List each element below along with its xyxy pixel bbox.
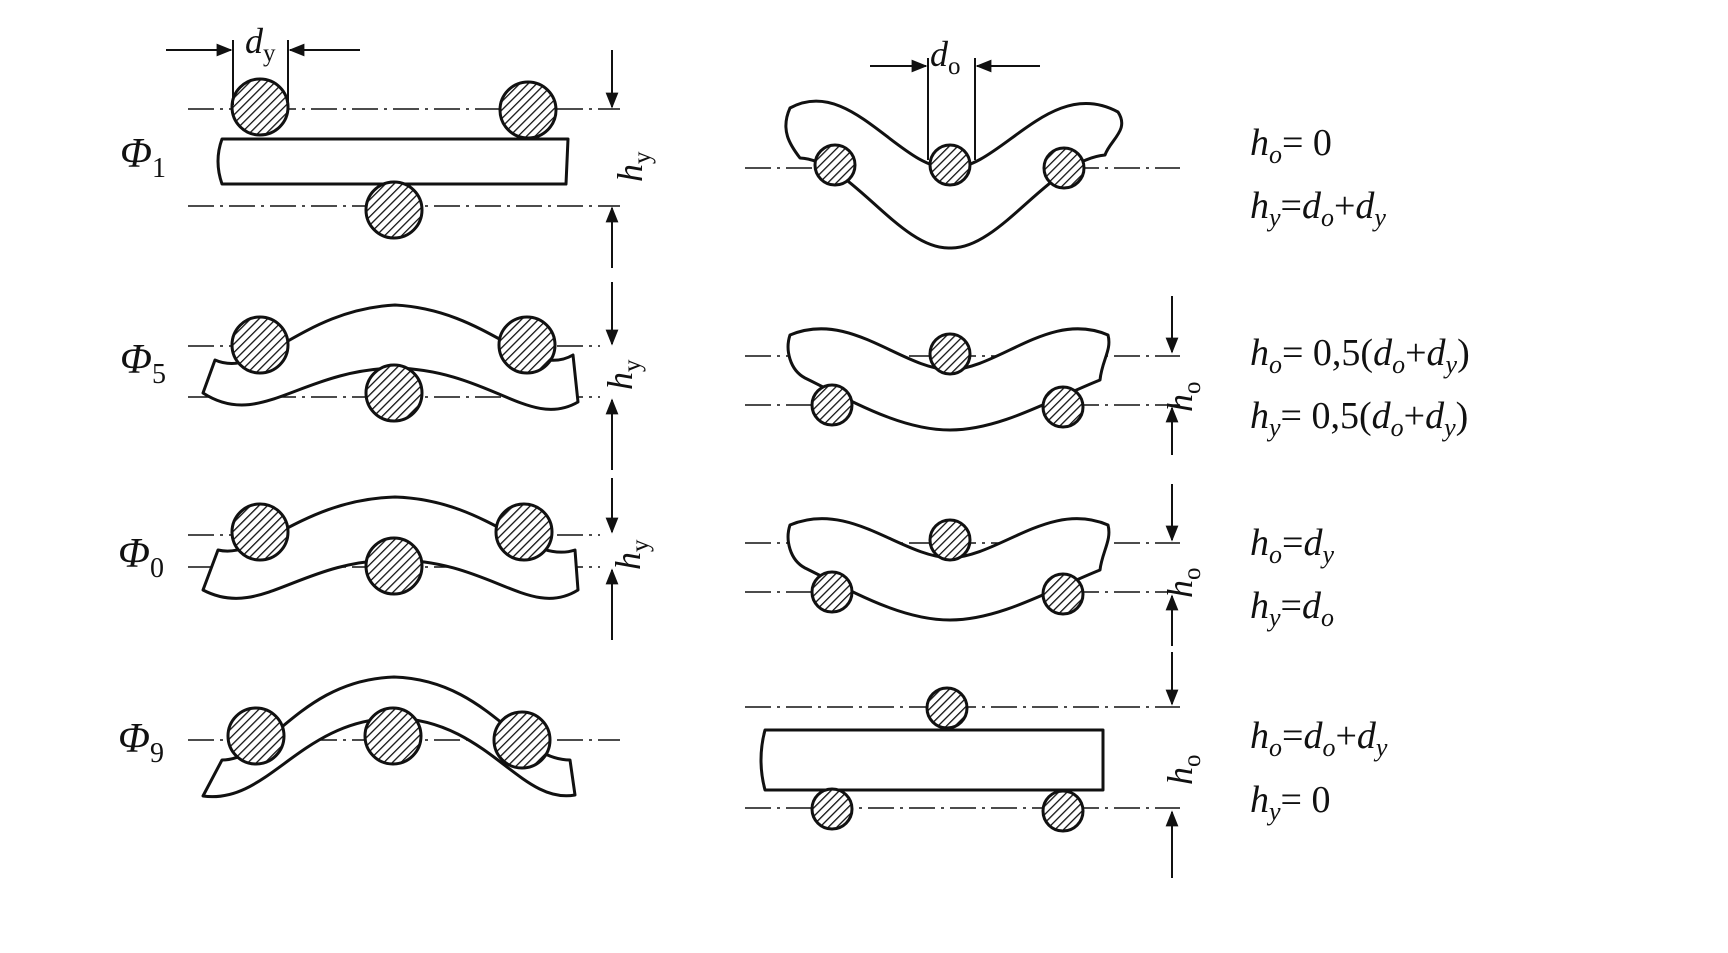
warp-thread-icon	[226, 706, 286, 766]
ho-label-3: ho	[1160, 755, 1206, 786]
weft-thread-icon	[928, 332, 972, 376]
warp-thread-icon	[364, 363, 424, 423]
hy-label-1: hy	[610, 151, 656, 182]
phase-phi0-diagram	[188, 495, 600, 600]
formula-ho-dy: ho=dy	[1250, 522, 1334, 569]
warp-thread-icon	[230, 315, 290, 375]
formula-ho-half: ho= 0,5(do+dy)	[1250, 332, 1470, 379]
phase-phi9-diagram	[188, 675, 620, 799]
weft-thread-icon	[928, 518, 972, 562]
weft-thread-icon	[1041, 789, 1085, 833]
formula-hy-do: hy=do	[1250, 585, 1334, 632]
weft-thread-icon	[810, 787, 854, 831]
phase-phi5-diagram	[188, 303, 600, 423]
weft-thread-icon	[925, 686, 969, 730]
warp-thread-icon	[497, 315, 557, 375]
phase-row1-right-diagram	[745, 58, 1180, 250]
formula-hy-sum: hy=do+dy	[1250, 185, 1386, 232]
phase-row4-right-diagram	[745, 686, 1180, 833]
phase-row2-right-diagram	[745, 327, 1180, 432]
ho-label-2: ho	[1160, 568, 1206, 599]
weft-thread-icon	[1042, 146, 1086, 190]
weft-thread-icon	[810, 383, 854, 427]
dy-label: dy	[245, 21, 276, 67]
formula-block-1: ho= 0 hy=do+dy	[1250, 122, 1386, 232]
warp-thread-icon	[498, 80, 558, 140]
warp-thread-icon	[364, 536, 424, 596]
warp-thread-icon	[494, 502, 554, 562]
phase-label-phi9: Φ9	[118, 716, 164, 769]
hy-label-3: hy	[608, 539, 654, 570]
warp-thread-icon	[363, 706, 423, 766]
phase-row3-right-diagram	[745, 517, 1180, 622]
formula-hy-half: hy= 0,5(do+dy)	[1250, 395, 1468, 442]
phase-label-phi1: Φ1	[120, 131, 166, 184]
formula-block-4: ho=do+dy hy= 0	[1250, 715, 1388, 826]
phase-label-phi5: Φ5	[120, 337, 166, 390]
ho-label-1: ho	[1160, 382, 1206, 413]
weft-thread-icon	[1041, 572, 1085, 616]
formula-hy-zero: hy= 0	[1250, 779, 1330, 826]
warp-thread-icon	[230, 77, 290, 137]
weft-thread-icon	[810, 570, 854, 614]
warp-thread-icon	[364, 180, 424, 240]
formula-block-3: ho=dy hy=do	[1250, 522, 1334, 632]
do-label: do	[930, 34, 961, 80]
weft-thread-icon	[1041, 385, 1085, 429]
formula-ho-zero: ho= 0	[1250, 122, 1332, 169]
formula-block-2: ho= 0,5(do+dy) hy= 0,5(do+dy)	[1250, 332, 1470, 442]
warp-thread-icon	[492, 710, 552, 770]
weft-thread-icon	[813, 143, 857, 187]
warp-thread-icon	[230, 502, 290, 562]
phase-phi1-diagram	[166, 40, 620, 240]
weft-thread-icon	[928, 143, 972, 187]
phase-label-phi0: Φ0	[118, 531, 164, 584]
hy-label-2: hy	[600, 359, 646, 390]
formula-ho-sum: ho=do+dy	[1250, 715, 1388, 762]
